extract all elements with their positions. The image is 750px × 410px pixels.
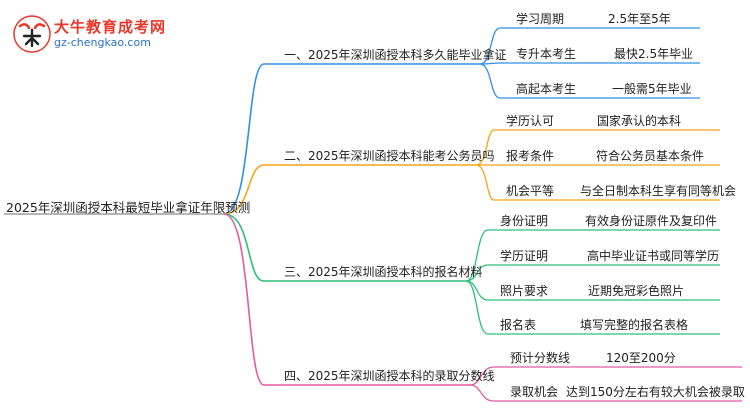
branch-3-leaf-2-key: 学历证明 [500,249,549,263]
branch-1-leaf-3-key: 高起本考生 [516,82,577,96]
branch-3-leaf-4-key: 报名表 [500,318,537,332]
branch-1-leaf-3-connector [479,63,700,99]
branch-4-label: 四、2025年深圳函授本科的录取分数线 [284,369,495,383]
branch-3-connector [223,213,466,282]
branch-1-leaf-2-connector [479,62,700,65]
branch-4-connector [223,213,470,386]
site-logo[interactable]: 大牛教育成考网 gz-chengkao.com [12,14,182,54]
branch-3-leaf-4-value: 填写完整的报名表格 [580,318,689,332]
branch-2-leaf-1-value: 国家承认的本科 [597,114,682,128]
branch-1-leaf-1-connector [479,27,700,65]
branch-1-leaf-1-value: 2.5年至5年 [608,12,671,26]
branch-4-leaf-2-value: 达到150分左右有较大机会被录取 [566,385,745,399]
branch-1-leaf-2-value: 最快2.5年毕业 [614,47,694,61]
branch-2-leaf-3-value: 与全日制本科生享有同等机会 [580,184,737,198]
branch-3-leaf-1-connector [465,229,720,282]
branch-3-leaf-4-connector [465,280,720,335]
branch-3-label: 三、2025年深圳函授本科的报名材料 [284,265,483,279]
root-topic: 2025年深圳函授本科最短毕业拿证年限预测 [6,200,251,215]
branch-4-leaf-1-key: 预计分数线 [510,351,571,365]
branch-2-connector [223,164,476,215]
branch-2-leaf-1-connector [475,129,720,166]
bull-logo-icon [13,15,51,53]
branch-2-leaf-2-key: 报考条件 [506,149,555,163]
branch-3-leaf-3-value: 近期免冠彩色照片 [588,284,685,298]
branch-1-label: 一、2025年深圳函授本科多久能毕业拿证 [284,48,507,62]
logo-title: 大牛教育成考网 [54,18,167,36]
branch-1-connector [223,63,480,215]
branch-3-leaf-1-key: 身份证明 [500,214,549,228]
branch-4-leaf-2-connector [469,384,742,402]
branch-2-leaf-3-connector [475,164,720,201]
branch-1-leaf-3-value: 一般需5年毕业 [612,82,692,96]
branch-2-leaf-1-key: 学历认可 [506,114,555,128]
branch-2-leaf-3-key: 机会平等 [506,184,555,198]
branch-2-leaf-2-value: 符合公务员基本条件 [596,149,705,163]
branch-1-leaf-2-key: 专升本考生 [516,47,577,61]
branch-2-label: 二、2025年深圳函授本科能考公务员吗 [284,149,495,163]
branch-1-leaf-1-key: 学习周期 [516,12,565,26]
branch-3-leaf-3-key: 照片要求 [500,284,549,298]
branch-4-leaf-1-connector [469,366,742,386]
logo-url[interactable]: gz-chengkao.com [54,36,151,49]
branch-3-leaf-1-value: 有效身份证原件及复印件 [585,214,718,228]
branch-4-leaf-1-value: 120至200分 [606,351,676,365]
branch-3-leaf-2-value: 高中毕业证书或同等学历 [587,249,720,263]
branch-3-leaf-2-connector [465,264,720,282]
branch-4-leaf-2-key: 录取机会 [510,385,559,399]
